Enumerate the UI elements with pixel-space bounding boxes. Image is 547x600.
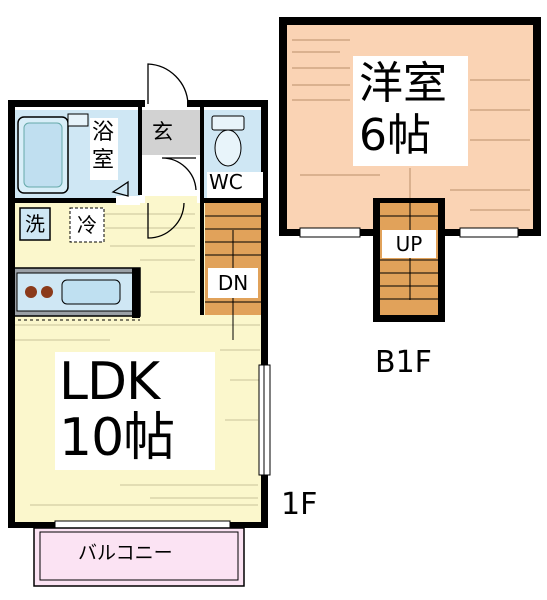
stairs-up-treads — [380, 203, 438, 300]
washer-label: 洗 — [25, 212, 45, 236]
ldk-label: LDK 10帖 — [55, 352, 215, 470]
bath-label-char2: 室 — [92, 148, 115, 173]
bath-faucet — [67, 113, 89, 127]
bath-label-char1: 浴 — [92, 120, 115, 145]
entrance-label: 玄 — [152, 120, 173, 144]
entrance-floor — [140, 110, 200, 155]
ldk-door-gap — [145, 196, 197, 205]
western-room-size: 6帖 — [359, 110, 431, 161]
balcony-inner — [39, 531, 239, 581]
fridge-label: 冷 — [77, 213, 97, 237]
stairs-up — [380, 203, 438, 315]
western-room-label: 洋室 6帖 — [353, 56, 468, 166]
stairs-up-label: UP — [382, 230, 436, 258]
balcony — [33, 527, 245, 587]
toilet-bowl — [214, 129, 242, 167]
basement-floor-label: B1F — [375, 345, 432, 380]
fridge-box — [69, 207, 105, 243]
balcony-label: バルコニー — [78, 542, 173, 564]
stairs-down-treads — [205, 215, 261, 340]
first-floor-label: 1F — [281, 487, 318, 522]
b1f-window-right — [459, 227, 519, 238]
washer-box — [19, 207, 51, 241]
stairs-down-label: DN — [208, 268, 258, 298]
ldk-room-name: LDK — [59, 352, 160, 412]
toilet-label: WC — [207, 172, 263, 198]
entrance-step — [140, 155, 200, 198]
toilet-tank — [211, 115, 245, 131]
bath-door-gap — [116, 196, 140, 205]
door-swings — [111, 63, 197, 239]
stove-burner-left — [25, 286, 37, 298]
western-room-name: 洋室 — [359, 58, 447, 109]
b1f-window-left — [299, 227, 361, 238]
bath-label: 浴 室 — [90, 118, 118, 180]
ldk-floor-lines — [14, 213, 260, 506]
entry-door-gap — [145, 98, 187, 109]
stove-burner-right — [41, 286, 53, 298]
first-floor — [8, 63, 271, 587]
ldk-room-size: 10帖 — [59, 408, 175, 468]
sink — [61, 279, 121, 305]
bathtub-inner — [23, 122, 63, 188]
